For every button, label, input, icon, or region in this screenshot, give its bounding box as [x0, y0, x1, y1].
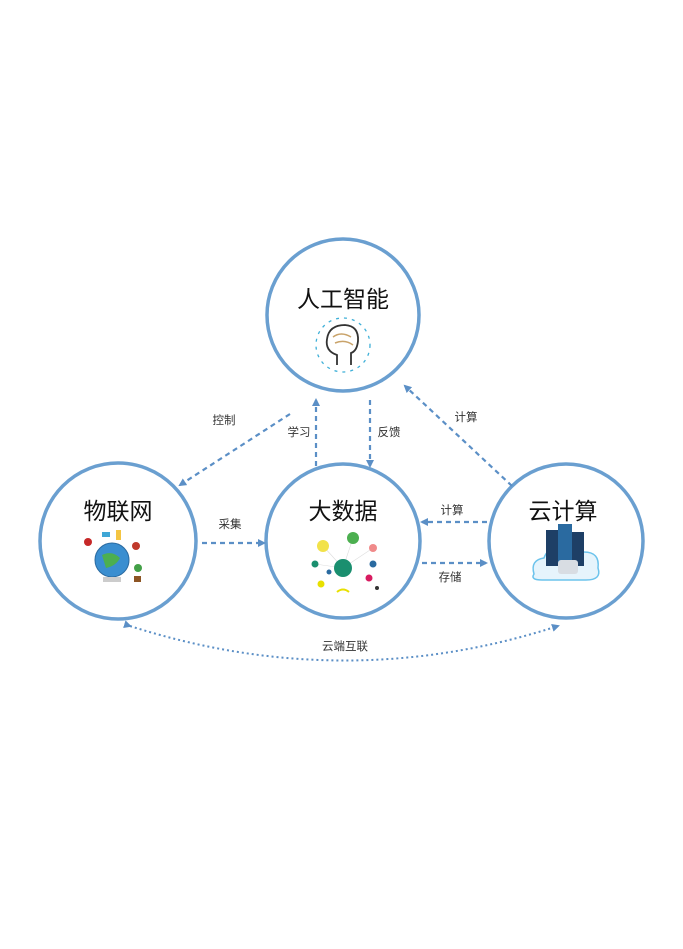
arrow-interconnect: [123, 620, 560, 662]
node-ring-iot: [38, 461, 198, 621]
globe-devices-icon: [84, 530, 142, 582]
edge-label-compute-ai: 计算: [454, 410, 478, 424]
edge-label-store: 存储: [438, 570, 462, 584]
node-title-cloud: 云计算: [528, 499, 598, 525]
edge-label-feedback: 反馈: [377, 425, 401, 439]
node-title-iot: 物联网: [83, 499, 153, 525]
server-cloud-icon: [532, 524, 600, 581]
arrow-control: [178, 413, 291, 487]
node-title-ai: 人工智能: [297, 287, 389, 313]
edge-label-learn: 学习: [287, 425, 311, 439]
arrow-compute-ai: [403, 384, 513, 487]
edge-label-interconnect: 云端互联: [322, 639, 368, 653]
node-ring-ai: [265, 237, 421, 393]
node-title-bigdata: 大数据: [308, 499, 378, 525]
brain-head-icon: [315, 317, 371, 373]
node-ring-bigdata: [264, 462, 422, 620]
edge-label-control: 控制: [212, 413, 236, 427]
edge-label-collect: 采集: [218, 517, 242, 531]
edge-label-compute-data: 计算: [440, 503, 464, 517]
data-network-icon: [311, 532, 379, 593]
